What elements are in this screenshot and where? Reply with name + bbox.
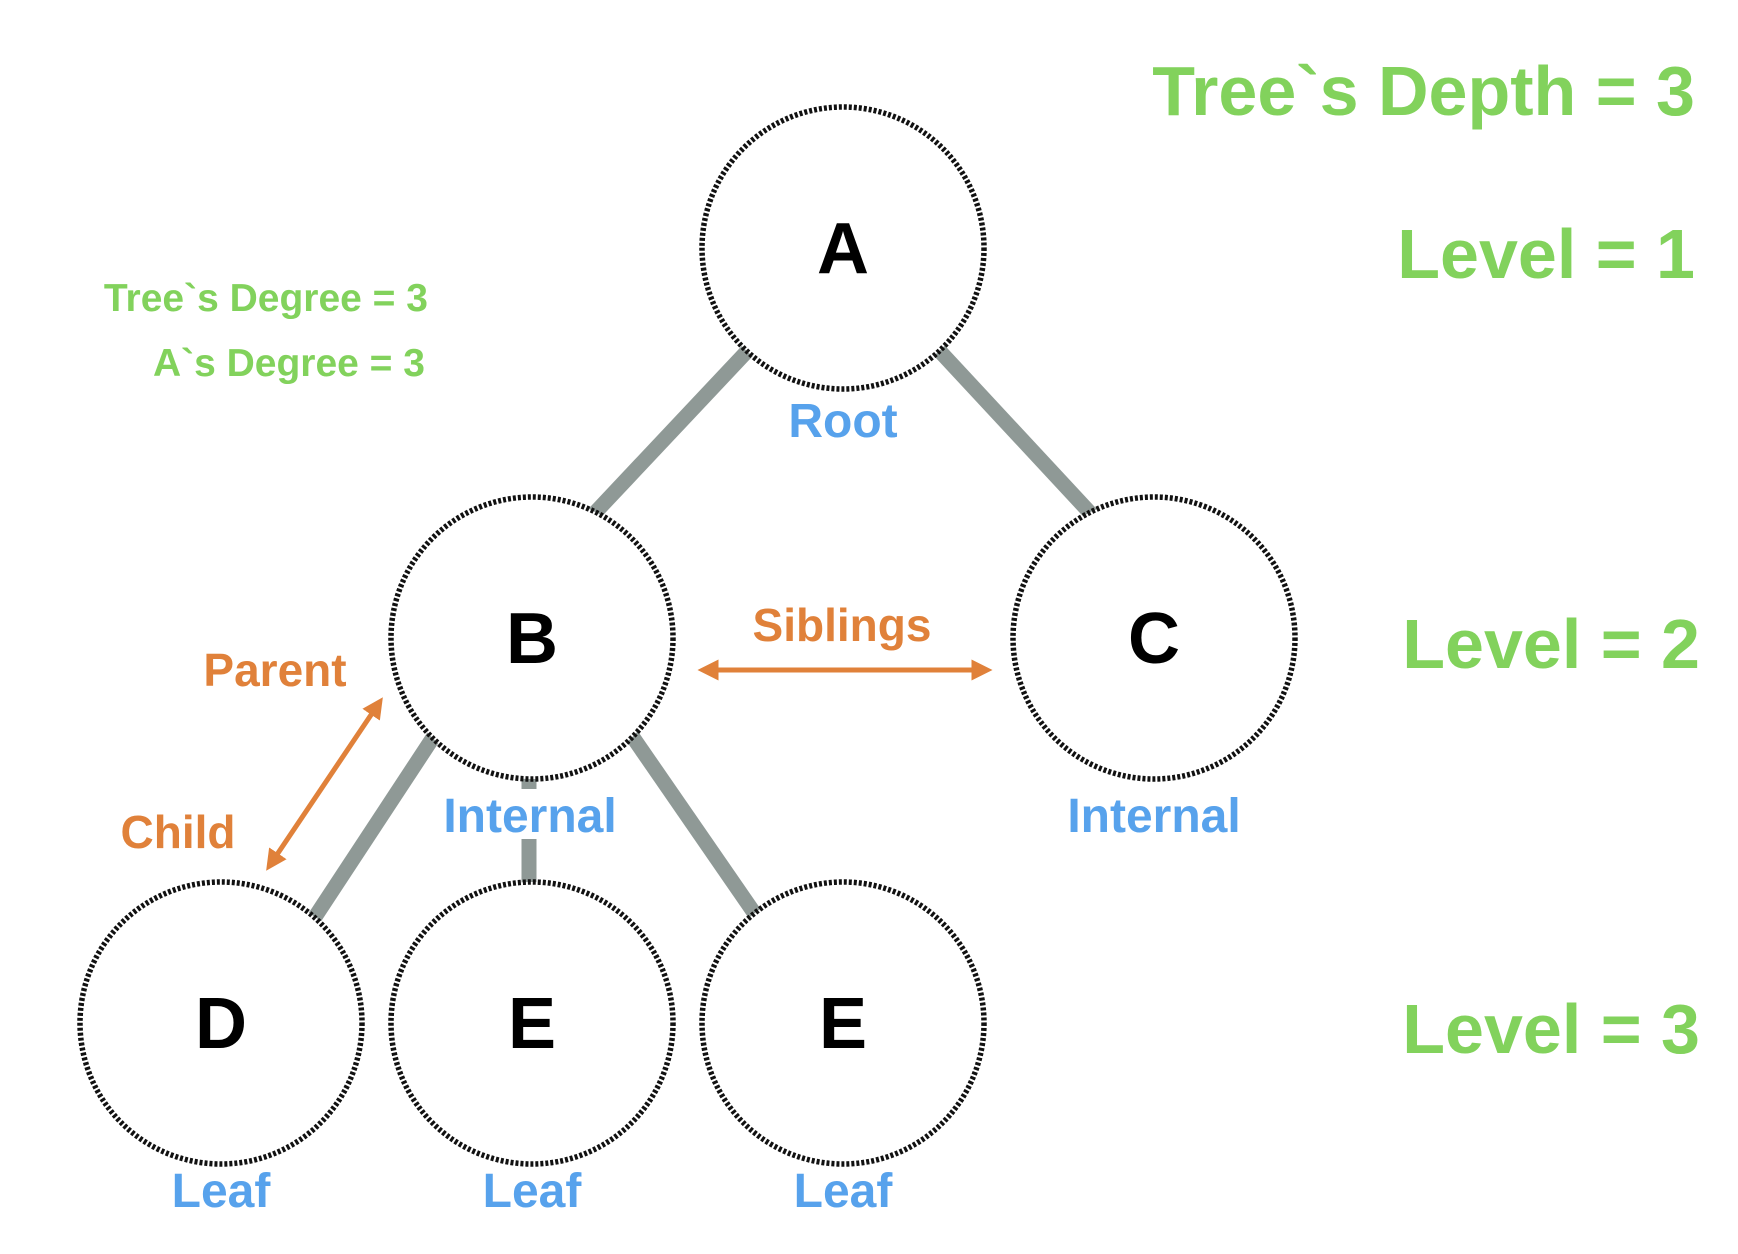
edge-b-d: [308, 728, 443, 922]
edge-a-c: [929, 340, 1099, 522]
node-d-label: D: [195, 984, 247, 1064]
edge-a-b: [586, 340, 758, 522]
node-e2: [699, 879, 987, 1167]
siblings-label: Siblings: [753, 599, 932, 651]
node-a: [699, 104, 987, 392]
node-e1-role: Leaf: [483, 1165, 583, 1218]
nodes: [77, 104, 1298, 1167]
level-1-label: Level = 1: [1397, 215, 1695, 293]
relation-arrows: [266, 659, 993, 871]
internal-label-backing: [438, 789, 624, 839]
node-letters: A B C D E E: [195, 209, 1180, 1064]
node-b-label: B: [506, 599, 558, 679]
node-e2-role: Leaf: [794, 1165, 894, 1218]
tree-degree-label: Tree`s Degree = 3: [104, 277, 428, 320]
node-e1: [388, 879, 676, 1167]
relation-labels: Siblings Parent Child: [121, 599, 932, 858]
node-a-role: Root: [788, 395, 897, 448]
node-c: [1010, 494, 1298, 782]
role-labels: Root Internal Internal Leaf Leaf Leaf: [172, 395, 1241, 1218]
node-c-role: Internal: [1067, 790, 1240, 843]
node-b: [388, 494, 676, 782]
node-d: [77, 879, 365, 1167]
child-label: Child: [121, 806, 236, 858]
node-a-label: A: [817, 209, 869, 289]
node-c-label: C: [1128, 599, 1180, 679]
parent-child-arrow: [266, 697, 383, 871]
node-e2-label: E: [819, 984, 867, 1064]
node-e1-label: E: [508, 984, 556, 1064]
tree-depth-label: Tree`s Depth = 3: [1152, 52, 1695, 130]
level-3-label: Level = 3: [1402, 990, 1700, 1068]
parent-label: Parent: [203, 644, 346, 696]
level-annotations: Tree`s Depth = 3 Level = 1 Level = 2 Lev…: [104, 52, 1700, 1068]
node-b-role: Internal: [443, 790, 616, 843]
node-d-role: Leaf: [172, 1165, 272, 1218]
a-degree-label: A`s Degree = 3: [153, 342, 425, 385]
level-2-label: Level = 2: [1402, 605, 1700, 683]
edge-b-e2: [623, 728, 764, 922]
